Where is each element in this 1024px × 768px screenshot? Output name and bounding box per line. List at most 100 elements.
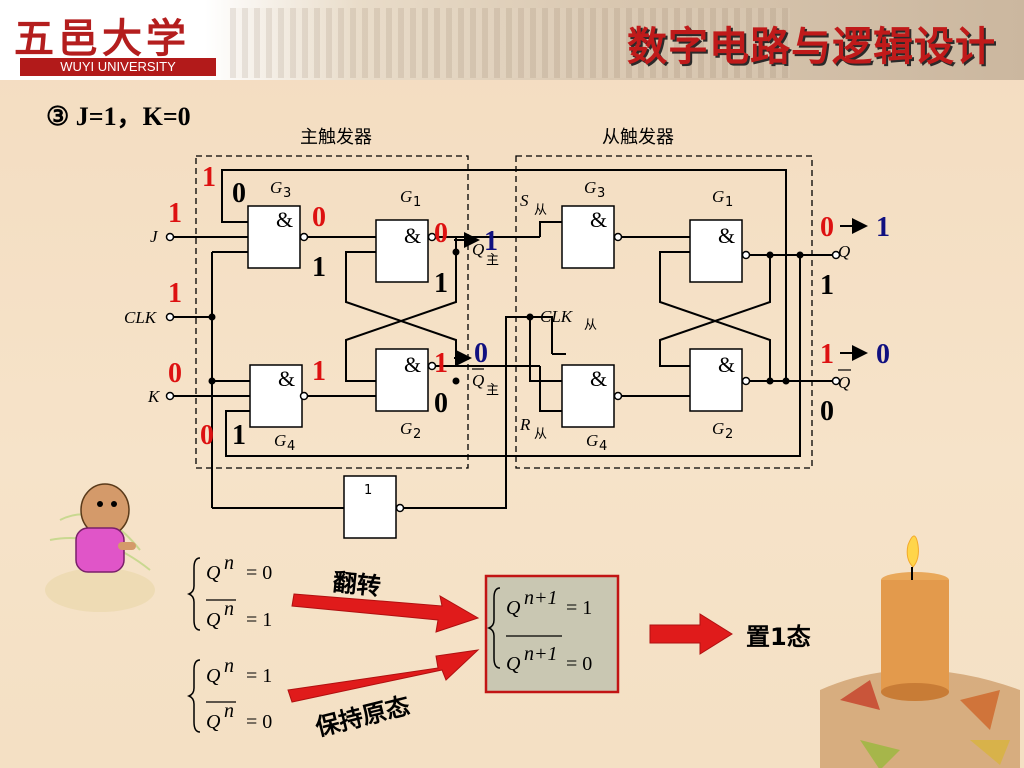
master-ff-label: 主触发器 <box>300 127 372 148</box>
svg-text:Q: Q <box>472 240 484 259</box>
svg-text:= 1: = 1 <box>246 609 272 631</box>
val-g3-fb-in: 1 <box>202 162 216 193</box>
arrow-result <box>649 613 733 655</box>
candle-icon <box>820 535 1020 768</box>
master-g3-gate <box>247 205 301 269</box>
val-mg1-out: 0 <box>434 218 448 249</box>
pin-clk-slave: CLK 从 <box>540 307 597 333</box>
svg-text:n: n <box>224 700 234 722</box>
val-clk-in: 1 <box>168 278 182 309</box>
svg-text:n: n <box>224 598 234 620</box>
not-symbol: 1 <box>364 483 372 498</box>
master-g1-gate <box>375 219 429 283</box>
val-k-in: 0 <box>168 358 182 389</box>
svg-text:从: 从 <box>534 203 547 218</box>
svg-text:n+1: n+1 <box>524 587 558 609</box>
svg-text:Q: Q <box>206 562 221 584</box>
pin-s-slave: S 从 <box>520 191 547 218</box>
university-logo-en: WUYI UNIVERSITY <box>20 58 216 76</box>
svg-text:1: 1 <box>725 195 733 210</box>
val-g3-out2: 1 <box>312 252 326 283</box>
g3-and-symbol: & <box>276 207 293 232</box>
svg-text:n+1: n+1 <box>524 643 558 665</box>
val-master-qbar: 0 <box>474 338 488 369</box>
svg-text:G: G <box>400 419 412 438</box>
svg-text:G: G <box>274 431 286 450</box>
g1-and-symbol: & <box>404 223 421 248</box>
svg-text:= 1: = 1 <box>566 597 592 619</box>
caption-hold: 保持原态 <box>312 691 413 742</box>
svg-text:Q: Q <box>838 373 850 392</box>
val-mg2-out: 1 <box>434 348 448 379</box>
svg-text:3: 3 <box>283 186 291 201</box>
svg-text:G: G <box>400 187 412 206</box>
svg-text:主: 主 <box>486 383 499 398</box>
svg-text:S: S <box>520 191 529 210</box>
svg-text:Q: Q <box>506 597 521 619</box>
master-g4-gate <box>249 364 303 428</box>
pin-clk: CLK <box>124 308 158 327</box>
svg-text:G: G <box>270 178 282 197</box>
slave-g4-gate <box>561 364 615 428</box>
val-g3-out: 0 <box>312 202 326 233</box>
sg3-and-symbol: & <box>590 207 607 232</box>
header-banner: 五邑大学 WUYI UNIVERSITY 数字电路与逻辑设计 <box>0 0 1024 80</box>
g2-and-symbol: & <box>404 352 421 377</box>
val-mg2-out2: 0 <box>434 388 448 419</box>
val-qb-in-low: 0 <box>820 396 834 427</box>
val-qb-old: 1 <box>820 339 834 370</box>
svg-text:1: 1 <box>413 195 421 210</box>
pin-q-out: Q <box>838 242 850 261</box>
val-qb-new: 0 <box>876 339 890 370</box>
svg-text:= 0: = 0 <box>246 562 272 584</box>
campus-photo <box>230 8 790 78</box>
result-caption: 置1态 <box>746 623 811 651</box>
slave-g3-gate <box>561 205 615 269</box>
arrow-toggle <box>291 593 480 633</box>
svg-text:= 0: = 0 <box>566 653 592 675</box>
val-master-q: 1 <box>484 226 498 257</box>
slave-ff-label: 从触发器 <box>602 127 674 148</box>
caption-toggle: 翻转 <box>331 568 382 601</box>
slave-g2-gate <box>689 348 743 412</box>
svg-text:从: 从 <box>534 427 547 442</box>
eq-set-hold: Q n = 1 Q n = 0 <box>186 655 272 733</box>
val-q-new: 1 <box>876 212 890 243</box>
svg-text:主: 主 <box>486 253 499 268</box>
svg-text:Q: Q <box>206 609 221 631</box>
val-g4-fb-in2: 1 <box>232 420 246 451</box>
svg-text:Q: Q <box>472 371 484 390</box>
svg-text:3: 3 <box>597 186 605 201</box>
pin-r-slave: R 从 <box>519 415 547 442</box>
svg-text:= 1: = 1 <box>246 665 272 687</box>
sg2-and-symbol: & <box>718 352 735 377</box>
cartoon-professor-icon <box>45 483 155 612</box>
result-box <box>484 574 620 694</box>
slave-ff-box <box>515 155 813 469</box>
sg1-and-symbol: & <box>718 223 735 248</box>
university-logo-cn: 五邑大学 <box>14 15 190 62</box>
pin-k: K <box>147 387 161 406</box>
svg-text:G: G <box>712 187 724 206</box>
master-g2-gate <box>375 348 429 412</box>
svg-text:CLK: CLK <box>540 307 574 326</box>
inverter-gate <box>343 475 397 539</box>
g4-and-symbol: & <box>278 366 295 391</box>
val-q-in-low: 1 <box>820 270 834 301</box>
val-g3-fb-in2: 0 <box>232 178 246 209</box>
sg4-and-symbol: & <box>590 366 607 391</box>
eq-result: Q n+1 = 1 Q n+1 = 0 <box>486 587 592 675</box>
svg-text:从: 从 <box>584 318 597 333</box>
svg-text:G: G <box>584 178 596 197</box>
svg-text:G: G <box>712 419 724 438</box>
svg-text:2: 2 <box>725 427 733 442</box>
eq-set-toggle: Q n = 0 Q n = 1 <box>186 552 272 631</box>
val-g4-fb-in: 0 <box>200 420 214 451</box>
